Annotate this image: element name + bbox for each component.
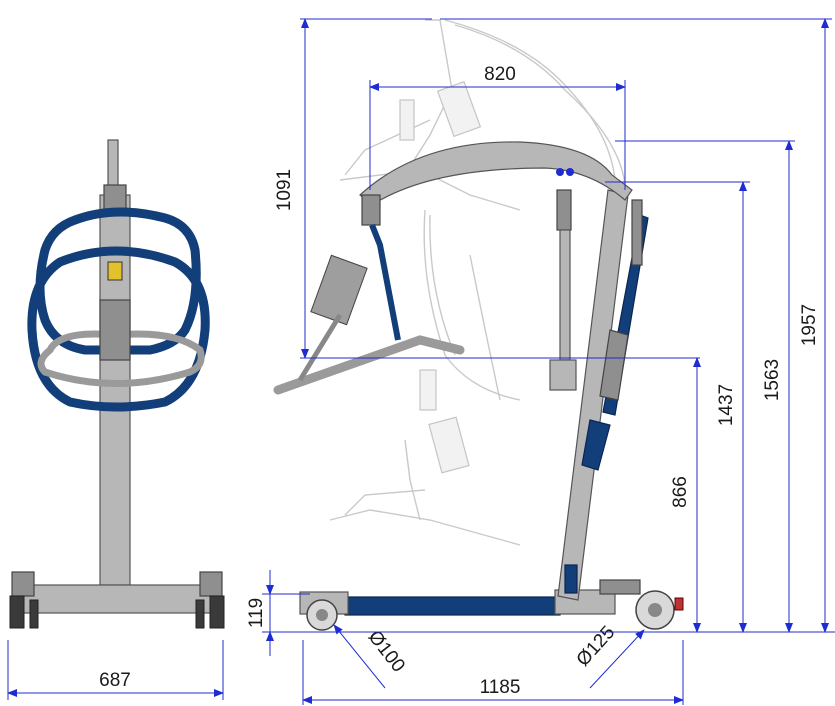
dim-total-length: 1185 [302,640,684,705]
dim-boom-height: 1563 [615,140,795,633]
label-lift-range: 1091 [274,169,295,211]
label-front-wheel: Ø100 [364,627,409,677]
label-min-lift-height: 866 [670,476,691,508]
label-boom-reach: 820 [484,64,516,85]
dim-lift-height-mid: 1437 [605,181,750,633]
dim-max-height: 1957 [440,18,832,633]
label-total-length: 1185 [480,677,521,698]
label-front-width: 687 [99,670,131,691]
front-base [21,584,213,614]
dim-front-wheel: Ø100 [333,624,409,689]
dim-front-width: 687 [7,640,224,700]
dim-min-lift-height: 866 [670,357,701,633]
front-wheel-right [209,595,225,629]
label-lift-height-mid: 1437 [716,384,737,426]
label-boom-height: 1563 [762,359,783,401]
side-spreader-bar [273,335,465,395]
dim-base-height: 119 [246,570,310,656]
side-base-navy [344,596,561,616]
label-max-height: 1957 [799,304,820,346]
front-mast [99,194,131,586]
front-view-lift [9,139,225,629]
side-boom [359,141,633,206]
side-view-lift [273,141,684,631]
label-base-height: 119 [246,598,267,628]
label-rear-wheel: Ø125 [573,622,620,671]
dim-lift-range: 1091 [274,18,700,359]
front-wheel-left [9,595,25,629]
dim-boom-reach: 820 [369,64,626,190]
